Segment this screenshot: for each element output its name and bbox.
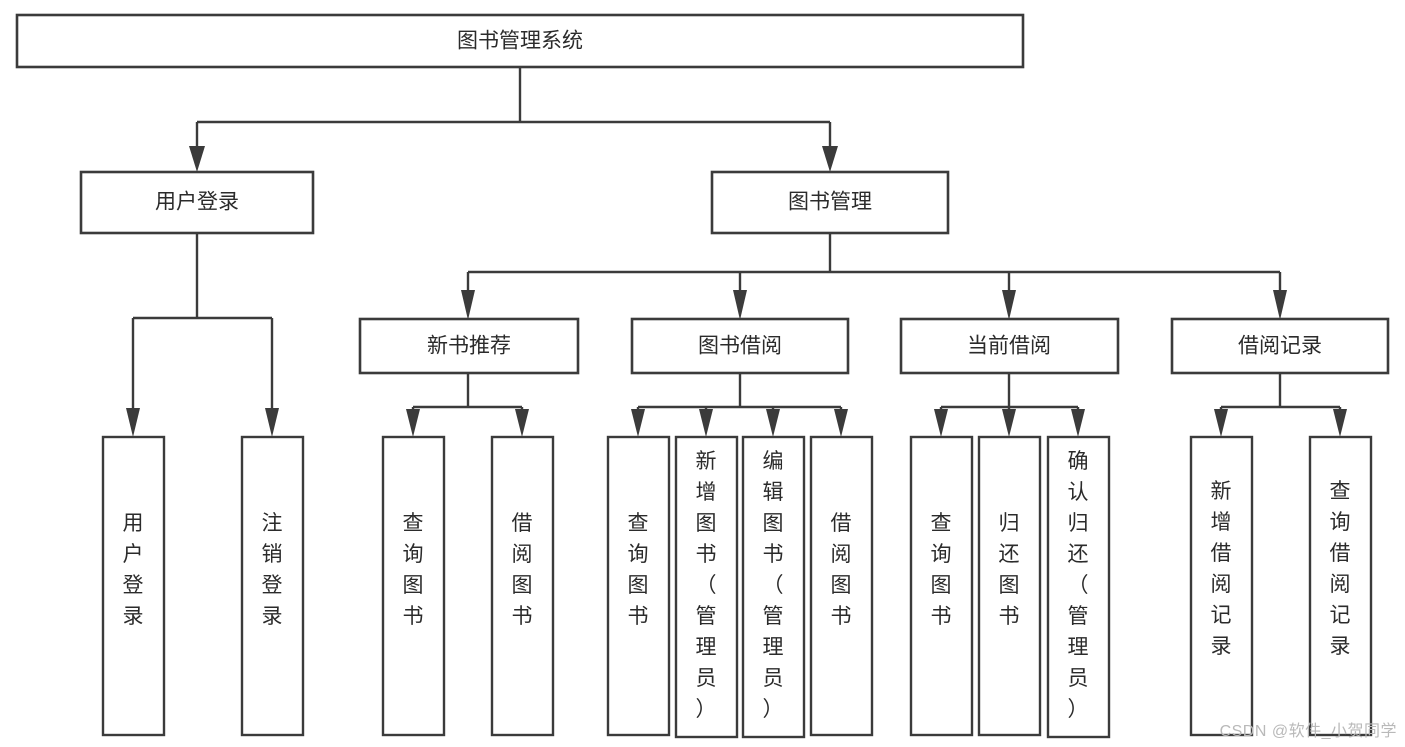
node-leaf-user-logout-box[interactable] xyxy=(240,435,305,737)
node-new-book-recommend-label: 新书推荐 xyxy=(427,335,511,358)
node-leaf-query-book-3-label: 查询图书 xyxy=(931,512,952,628)
connector-group-new-book-recommend xyxy=(406,373,529,437)
node-root[interactable]: 图书管理系统 xyxy=(15,13,1025,69)
node-leaf-return-book[interactable]: 归还图书 xyxy=(977,435,1042,737)
node-leaf-add-record[interactable]: 新增借阅记录 xyxy=(1189,435,1254,737)
node-current-borrow[interactable]: 当前借阅 xyxy=(899,317,1120,375)
connector-group-book-manage xyxy=(461,233,1287,320)
node-user-login-label: 用户登录 xyxy=(155,191,239,214)
node-leaf-user-logout[interactable]: 注销登录 xyxy=(240,435,305,737)
node-leaf-query-book-3[interactable]: 查询图书 xyxy=(909,435,974,737)
node-leaf-query-book-2[interactable]: 查询图书 xyxy=(606,435,671,737)
arrow-head-leaf-query-record xyxy=(1333,409,1347,437)
arrow-head-leaf-return-book xyxy=(1002,409,1016,437)
node-new-book-recommend[interactable]: 新书推荐 xyxy=(358,317,580,375)
node-book-manage[interactable]: 图书管理 xyxy=(710,170,950,235)
node-leaf-query-record-box[interactable] xyxy=(1308,435,1373,737)
connector-group-user-login xyxy=(126,233,279,437)
node-leaf-query-book-1[interactable]: 查询图书 xyxy=(381,435,446,737)
node-leaf-borrow-book-1[interactable]: 借阅图书 xyxy=(490,435,555,737)
node-leaf-query-book-1-box[interactable] xyxy=(381,435,446,737)
node-leaf-edit-book-box[interactable] xyxy=(741,435,806,739)
node-leaf-add-record-box[interactable] xyxy=(1189,435,1254,737)
arrow-head-borrow-record xyxy=(1273,290,1287,320)
arrow-head-leaf-add-book xyxy=(699,409,713,437)
node-leaf-add-record-label: 新增借阅记录 xyxy=(1211,480,1232,658)
arrow-head-new-book-recommend xyxy=(461,290,475,320)
arrow-head-book-manage xyxy=(822,146,838,172)
node-leaf-query-book-2-box[interactable] xyxy=(606,435,671,737)
node-leaf-confirm-return-label: 确认归还（管理员） xyxy=(1068,450,1089,721)
node-leaf-add-book-label: 新增图书（管理员） xyxy=(696,450,717,721)
node-leaf-edit-book-label: 编辑图书（管理员） xyxy=(763,450,784,721)
arrow-head-leaf-user-logout xyxy=(265,408,279,437)
node-user-login[interactable]: 用户登录 xyxy=(79,170,315,235)
node-user-login-box[interactable] xyxy=(79,170,315,235)
node-leaf-user-login[interactable]: 用户登录 xyxy=(101,435,166,737)
node-leaf-query-book-2-label: 查询图书 xyxy=(628,512,649,628)
node-current-borrow-box[interactable] xyxy=(899,317,1120,375)
node-leaf-confirm-return[interactable]: 确认归还（管理员） xyxy=(1046,435,1111,739)
connector-group-borrow-record xyxy=(1214,373,1347,437)
node-book-borrow-box[interactable] xyxy=(630,317,850,375)
node-leaf-user-login-label: 用户登录 xyxy=(123,512,144,628)
arrow-head-leaf-confirm-return xyxy=(1071,409,1085,437)
node-leaf-query-book-3-box[interactable] xyxy=(909,435,974,737)
arrow-head-leaf-user-login xyxy=(126,408,140,437)
node-book-manage-label: 图书管理 xyxy=(788,191,872,214)
node-leaf-borrow-book-1-box[interactable] xyxy=(490,435,555,737)
arrow-head-book-borrow xyxy=(733,290,747,320)
node-root-label: 图书管理系统 xyxy=(457,30,583,53)
connector-group-current-borrow xyxy=(934,373,1085,437)
arrow-head-leaf-add-record xyxy=(1214,409,1228,437)
node-leaf-return-book-box[interactable] xyxy=(977,435,1042,737)
node-borrow-record-label: 借阅记录 xyxy=(1238,335,1322,358)
node-book-manage-box[interactable] xyxy=(710,170,950,235)
arrow-head-leaf-edit-book xyxy=(766,409,780,437)
arrow-head-current-borrow xyxy=(1002,290,1016,320)
node-leaf-user-login-box[interactable] xyxy=(101,435,166,737)
node-leaf-borrow-book-2-label: 借阅图书 xyxy=(831,512,852,628)
node-leaf-add-book[interactable]: 新增图书（管理员） xyxy=(674,435,739,739)
node-book-borrow-label: 图书借阅 xyxy=(698,335,782,358)
node-leaf-add-book-box[interactable] xyxy=(674,435,739,739)
connector-group-book-borrow xyxy=(631,373,848,437)
arrow-head-leaf-query-book-1 xyxy=(406,409,420,437)
arrow-head-user-login xyxy=(189,146,205,172)
node-leaf-borrow-book-2-box[interactable] xyxy=(809,435,874,737)
arrow-head-leaf-query-book-3 xyxy=(934,409,948,437)
arrow-head-leaf-borrow-book-2 xyxy=(834,409,848,437)
node-current-borrow-label: 当前借阅 xyxy=(967,335,1051,358)
node-new-book-recommend-box[interactable] xyxy=(358,317,580,375)
node-leaf-query-record[interactable]: 查询借阅记录 xyxy=(1308,435,1373,737)
arrow-head-leaf-query-book-2 xyxy=(631,409,645,437)
node-leaf-user-logout-label: 注销登录 xyxy=(262,512,283,628)
node-leaf-edit-book[interactable]: 编辑图书（管理员） xyxy=(741,435,806,739)
node-leaf-borrow-book-1-label: 借阅图书 xyxy=(512,512,533,628)
node-borrow-record[interactable]: 借阅记录 xyxy=(1170,317,1390,375)
node-root-box[interactable] xyxy=(15,13,1025,69)
node-leaf-query-book-1-label: 查询图书 xyxy=(403,512,424,628)
node-leaf-confirm-return-box[interactable] xyxy=(1046,435,1111,739)
node-borrow-record-box[interactable] xyxy=(1170,317,1390,375)
node-book-borrow[interactable]: 图书借阅 xyxy=(630,317,850,375)
arrow-head-leaf-borrow-book-1 xyxy=(515,409,529,437)
node-leaf-query-record-label: 查询借阅记录 xyxy=(1330,480,1351,658)
connector-group-root xyxy=(189,67,838,172)
node-leaf-return-book-label: 归还图书 xyxy=(999,512,1020,628)
node-leaf-borrow-book-2[interactable]: 借阅图书 xyxy=(809,435,874,737)
